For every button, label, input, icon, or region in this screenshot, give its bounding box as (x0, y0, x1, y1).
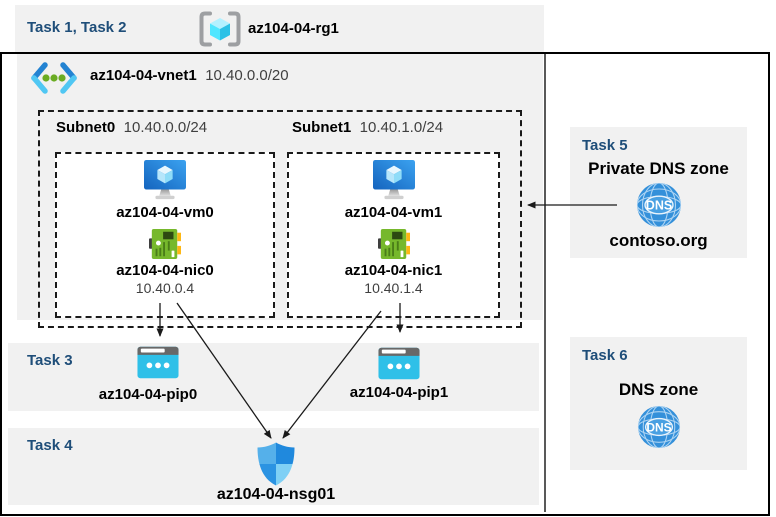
virtual-network-icon (31, 62, 77, 94)
subnet1-label: Subnet1 10.40.1.0/24 (292, 119, 443, 137)
vnet-name: az104-04-vnet1 (90, 67, 197, 84)
subnets-dashed-region (38, 110, 522, 328)
vm0-name: az104-04-vm0 (116, 204, 214, 221)
frame-divider (544, 54, 546, 512)
vnet-header: az104-04-vnet1 10.40.0.0/20 (90, 67, 289, 85)
pip0-name: az104-04-pip0 (98, 386, 198, 403)
nic1-name: az104-04-nic1 (344, 262, 443, 279)
network-interface-icon (377, 228, 410, 260)
public-ip-icon (378, 347, 420, 380)
nsg-name: az104-04-nsg01 (216, 486, 336, 503)
nic0-name: az104-04-nic0 (116, 262, 214, 279)
network-interface-icon (149, 228, 181, 260)
svg-text:DNS: DNS (646, 420, 671, 434)
task3-label: Task 3 (27, 352, 73, 369)
task6-label: Task 6 (582, 347, 628, 364)
svg-text:DNS: DNS (645, 199, 671, 213)
subnet0-cidr: 10.40.0.0/24 (123, 119, 208, 136)
dns-zone-icon: DNS (637, 405, 680, 449)
nic0-ip: 10.40.0.4 (135, 280, 195, 296)
pip1-name: az104-04-pip1 (349, 384, 449, 401)
subnet0-label: Subnet0 10.40.0.0/24 (56, 119, 207, 137)
subnet0-box: az104-04-vm0 az104-04-nic0 10.40.0.4 (55, 152, 275, 318)
private-dns-zone-name: contoso.org (609, 231, 708, 250)
network-security-group-icon (257, 442, 295, 486)
subnet0-name: Subnet0 (56, 119, 116, 136)
task6-box: Task 6 DNS zone DNS (570, 337, 747, 470)
resource-group-name: az104-04-rg1 (248, 20, 339, 37)
resource-group-icon (199, 11, 241, 47)
virtual-machine-icon (144, 159, 186, 200)
vnet-cidr: 10.40.0.0/20 (205, 67, 289, 84)
task4-label: Task 4 (27, 437, 73, 454)
task5-box: Task 5 Private DNS zone DNS contoso.org (570, 127, 747, 258)
subnet1-name: Subnet1 (292, 119, 352, 136)
dns-zone-title: DNS zone (618, 380, 699, 399)
diagram-frame (0, 52, 770, 516)
virtual-machine-icon (372, 159, 415, 200)
private-dns-zone-title: Private DNS zone (588, 159, 729, 178)
public-ip-icon (137, 346, 179, 379)
subnet1-box: az104-04-vm1 az104-04-nic1 10.40.1.4 (287, 152, 500, 318)
task3-band: Task 3 (8, 343, 539, 411)
vm1-name: az104-04-vm1 (344, 204, 443, 221)
dns-zone-icon: DNS (636, 183, 681, 227)
nic1-ip: 10.40.1.4 (364, 280, 423, 296)
task5-label: Task 5 (582, 137, 628, 154)
resource-group-band: Task 1, Task 2 az104-04-rg1 (15, 5, 544, 52)
task-1-2-label: Task 1, Task 2 (27, 19, 127, 36)
subnet1-cidr: 10.40.1.0/24 (359, 119, 444, 136)
